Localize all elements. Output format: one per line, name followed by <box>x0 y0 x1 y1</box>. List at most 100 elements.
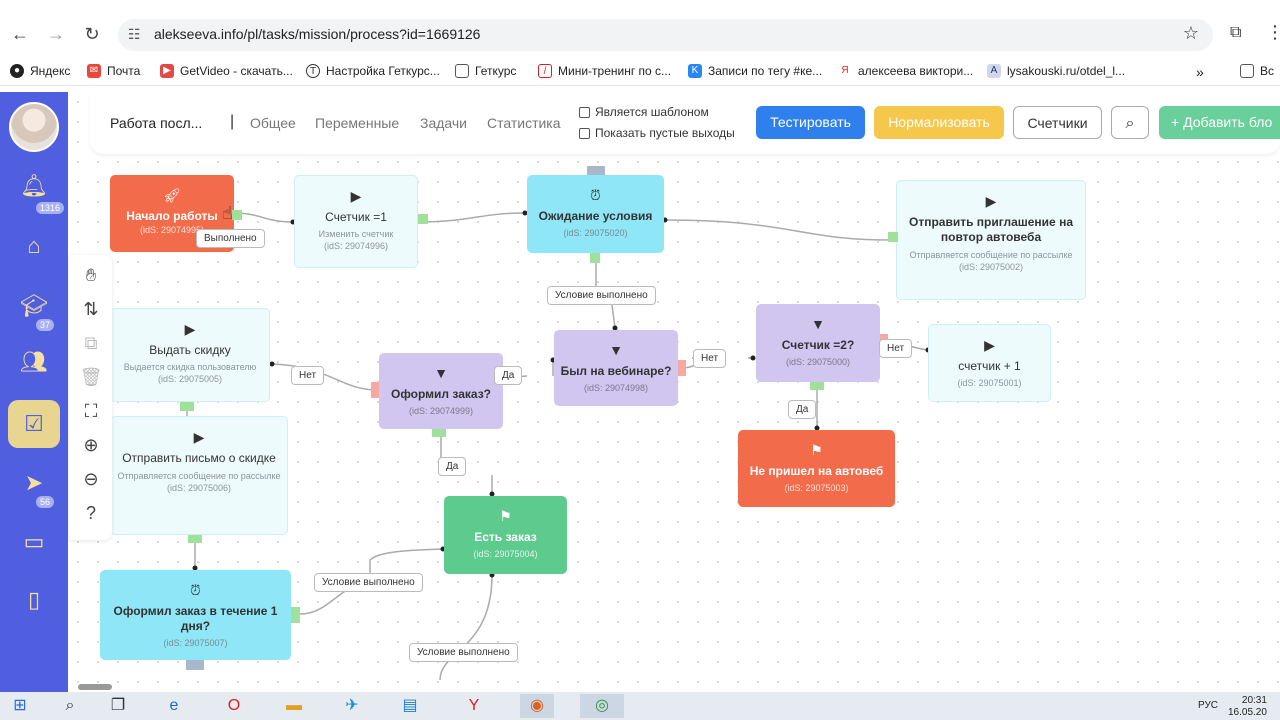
tab-general[interactable]: Общее <box>250 115 296 131</box>
search-button[interactable]: ⌕ <box>1111 106 1149 139</box>
input-port[interactable] <box>888 232 898 242</box>
input-port[interactable] <box>587 166 605 175</box>
process-title[interactable]: Работа посл... <box>110 115 203 131</box>
app-bird-icon[interactable]: ✈ <box>345 697 359 714</box>
task-view-icon[interactable]: ❐ <box>110 697 126 714</box>
back-icon[interactable]: ← <box>11 24 29 44</box>
opera-icon[interactable]: O <box>227 697 241 714</box>
bookmark-all[interactable]: Вс <box>1240 64 1274 78</box>
node-no-show[interactable]: ⚑ Не пришел на автовеб (idS: 29075003) <box>738 430 895 507</box>
node-counter2-check[interactable]: ▼ Счетчик =2? (idS: 29075000) <box>756 304 880 382</box>
test-button[interactable]: Тестировать <box>756 106 865 139</box>
node-wait-condition[interactable]: ⏰︎ Ожидание условия (idS: 29075020) <box>527 175 664 253</box>
output-port[interactable] <box>180 402 194 411</box>
hand-tool-icon[interactable]: ✋︎ <box>85 265 97 285</box>
label-condition-met-2: Условие выполнено <box>314 573 423 592</box>
yes-port[interactable] <box>432 429 446 437</box>
bookmarks-overflow-icon[interactable]: » <box>1196 64 1204 80</box>
help-icon[interactable]: ? <box>85 503 96 523</box>
node-start[interactable]: 🚀︎ Начало работы (idS: 29074995) <box>110 175 234 252</box>
forward-icon[interactable]: → <box>47 24 65 44</box>
windows-start-icon[interactable]: ⊞ <box>13 697 27 714</box>
template-checkbox[interactable] <box>579 106 590 118</box>
node-counter1[interactable]: ▶ Счетчик =1 Изменить счетчик (idS: 2907… <box>294 175 418 268</box>
template-checkbox-row[interactable]: Является шаблоном <box>579 105 709 119</box>
bookmark-yandex[interactable]: ●Яндекс <box>10 64 70 78</box>
trash-icon[interactable]: 🗑︎ <box>79 367 103 387</box>
tab-variables[interactable]: Переменные <box>315 115 400 131</box>
browser-menu-icon[interactable]: ⋮ <box>1266 22 1280 42</box>
node-webinar-check[interactable]: ▼ Был на вебинаре? (idS: 29074998) <box>554 330 678 406</box>
app-film-icon[interactable]: ▤ <box>402 697 418 714</box>
keyboard-language[interactable]: РУС <box>1198 700 1219 711</box>
search-icon[interactable]: ⌕ <box>65 697 75 714</box>
node-has-order[interactable]: ⚑ Есть заказ (idS: 29075004) <box>444 496 567 574</box>
windows-taskbar: ⊞ ⌕ ❐ e O ▬ ✈ ▤ Y ◉ ◎ РУС 20:31 16.05.20 <box>0 692 1280 720</box>
normalize-button[interactable]: Нормализовать <box>874 106 1004 139</box>
bookmark-getcourse[interactable]: Геткурс <box>455 64 516 78</box>
output-port[interactable] <box>418 214 428 224</box>
tab-tasks[interactable]: Задачи <box>420 115 468 131</box>
output-port[interactable] <box>590 253 600 263</box>
node-ordered-check[interactable]: ▼ Оформил заказ? (idS: 29074999) <box>379 353 503 429</box>
edge-icon[interactable]: e <box>169 697 179 714</box>
node-ordered-within-day[interactable]: ⏰︎ Оформил заказ в течение 1 дня? (idS: … <box>100 570 291 660</box>
no-port[interactable] <box>371 382 379 398</box>
fullscreen-icon[interactable]: ⛶ <box>84 401 98 421</box>
send-icon[interactable]: ➤ <box>24 470 44 495</box>
add-block-button[interactable]: + Добавить бло <box>1159 106 1280 139</box>
yes-port[interactable] <box>810 382 824 390</box>
bookmark-getvideo[interactable]: ▶GetVideo - скачать... <box>160 64 293 78</box>
empty-outputs-checkbox[interactable] <box>579 127 590 139</box>
bell-icon[interactable]: 🔔︎ <box>20 173 48 198</box>
yandex-browser-icon[interactable]: Y <box>468 697 480 714</box>
bookmark-mail[interactable]: ✉Почта <box>87 64 140 78</box>
mobile-icon[interactable]: ▯ <box>27 587 41 612</box>
node-give-discount[interactable]: ▶ Выдать скидку Выдается скидка пользова… <box>110 308 270 402</box>
zoom-in-icon[interactable]: ⊕ <box>83 435 99 455</box>
no-port[interactable] <box>678 360 686 376</box>
home-icon[interactable]: ⌂ <box>27 233 41 258</box>
play-icon: ▶ <box>184 321 196 337</box>
mail-icon: ✉ <box>87 64 101 78</box>
tab-statistics[interactable]: Статистика <box>487 115 561 131</box>
zoom-out-icon[interactable]: ⊖ <box>83 469 99 489</box>
arrange-icon[interactable]: ⇅ <box>83 299 99 319</box>
output-port[interactable] <box>186 660 204 670</box>
copy-icon[interactable]: ⧉ <box>84 333 98 353</box>
file-explorer-icon[interactable]: ▬ <box>286 697 302 714</box>
chrome-icon[interactable]: ◎ <box>580 694 624 718</box>
output-port[interactable] <box>188 535 202 543</box>
bookmark-mini-training[interactable]: /Мини-тренинг по с... <box>538 64 671 78</box>
graduation-cap-icon[interactable]: 🎓︎ <box>20 293 48 318</box>
users-icon[interactable]: 👥︎ <box>20 349 48 374</box>
counters-button[interactable]: Счетчики <box>1013 106 1102 139</box>
vk-icon: K <box>688 64 702 78</box>
bookmark-star-icon[interactable]: ☆ <box>1182 23 1199 43</box>
output-port[interactable] <box>291 607 300 623</box>
system-clock[interactable]: 20:31 16.05.20 <box>1228 695 1267 718</box>
site-settings-icon[interactable]: ☷ <box>128 26 141 42</box>
extensions-icon[interactable]: ⧉ <box>1230 24 1242 41</box>
video-icon: ▶ <box>160 64 174 78</box>
play-icon: ▶ <box>193 429 205 445</box>
firefox-icon[interactable]: ◉ <box>520 694 554 718</box>
horizontal-scrollbar[interactable] <box>78 684 112 690</box>
output-port[interactable] <box>232 210 242 220</box>
node-send-discount-letter[interactable]: ▶ Отправить письмо о скидке Отправляется… <box>110 416 288 535</box>
address-bar[interactable]: ☷ alekseeva.info/pl/tasks/mission/proces… <box>118 19 1213 51</box>
node-counter-plus[interactable]: ▶ счетчик + 1 (idS: 29075001) <box>928 324 1051 402</box>
play-icon: ▶ <box>984 337 995 353</box>
node-send-invite[interactable]: ▶ Отправить приглашение на повтор автове… <box>896 180 1086 300</box>
card-icon[interactable]: ▭ <box>23 529 45 554</box>
sidebar-item-tasks-active[interactable] <box>8 400 60 448</box>
empty-outputs-checkbox-row[interactable]: Показать пустые выходы <box>579 126 735 140</box>
checkbox-icon[interactable]: ☑ <box>24 411 44 436</box>
folder-icon <box>455 64 469 78</box>
avatar[interactable] <box>9 102 59 152</box>
reload-icon[interactable]: ↻ <box>84 24 100 44</box>
